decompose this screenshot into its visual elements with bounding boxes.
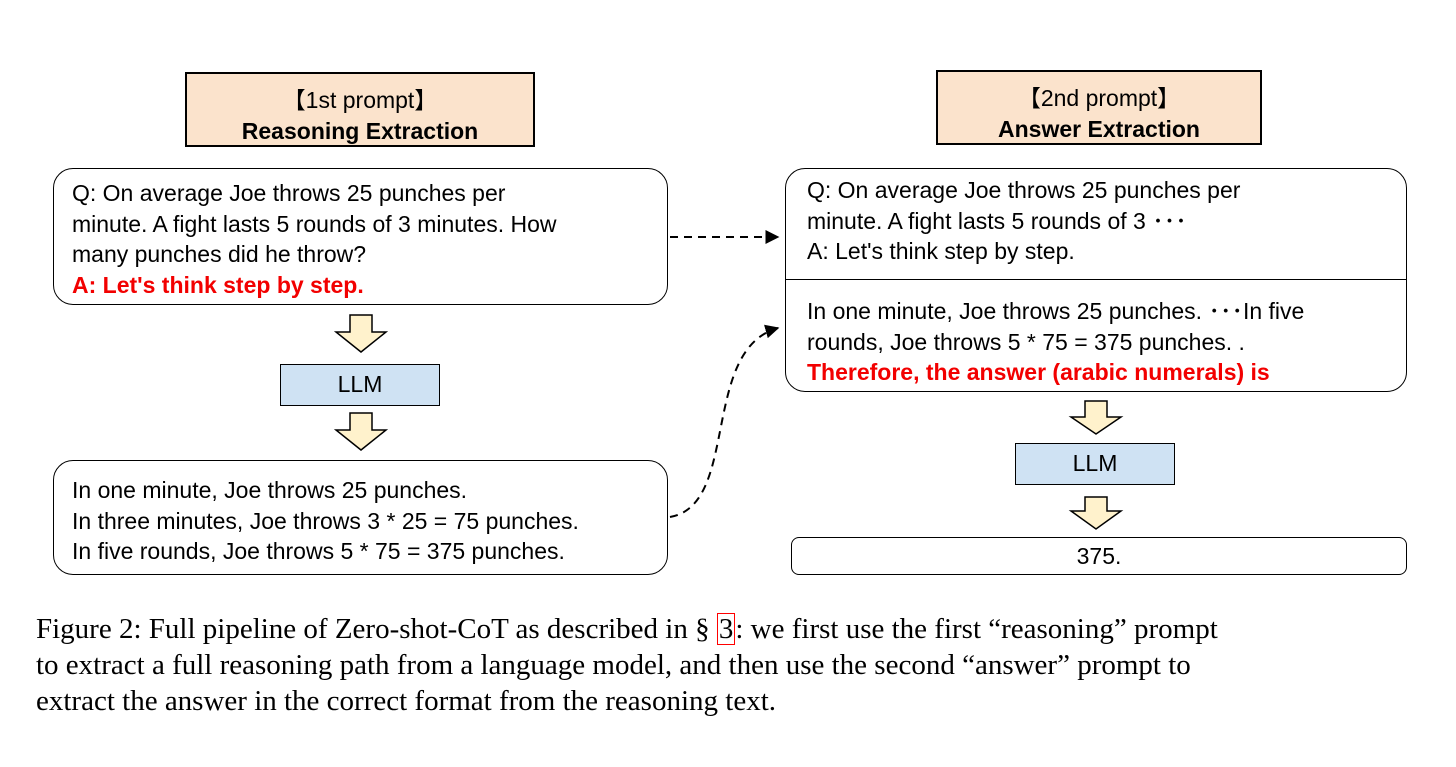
prompt-line: A: Let's think step by step. [807, 238, 1075, 264]
down-arrow-left-2 [333, 412, 389, 451]
down-arrow-left-1 [333, 314, 389, 353]
prompt-line: Q: On average Joe throws 25 punches per [72, 180, 506, 206]
reasoning-section: In one minute, Joe throws 25 punches. ･･… [807, 296, 1304, 388]
reasoning-line: rounds, Joe throws 5 * 75 = 375 punches.… [807, 328, 1245, 355]
reasoning-line: In three minutes, Joe throws 3 * 25 = 75… [72, 507, 579, 534]
caption-text: Figure 2: Full pipeline of Zero-shot-CoT… [36, 613, 717, 645]
header-reasoning-extraction: 【1st prompt】 Reasoning Extraction [185, 72, 535, 147]
prompt-section: Q: On average Joe throws 25 punches per … [807, 175, 1240, 267]
answer-box: 375. [791, 537, 1407, 575]
section-divider [786, 279, 1406, 280]
answer-trigger-phrase: Therefore, the answer (arabic numerals) … [807, 359, 1270, 385]
header-prompt-number: 【2nd prompt】 [1017, 85, 1181, 111]
reasoning-output-box: In one minute, Joe throws 25 punches. In… [53, 460, 668, 575]
figure-caption: Figure 2: Full pipeline of Zero-shot-CoT… [36, 611, 1431, 719]
prompt-line: minute. A fight lasts 5 rounds of 3 ･･･ [807, 207, 1187, 234]
header-title: Answer Extraction [998, 116, 1200, 142]
llm-box-right: LLM [1015, 443, 1175, 485]
caption-line-2: to extract a full reasoning path from a … [36, 649, 1191, 681]
reasoning-line: In one minute, Joe throws 25 punches. ･･… [807, 298, 1305, 324]
prompt-line: Q: On average Joe throws 25 punches per [807, 177, 1241, 203]
caption-line-3: extract the answer in the correct format… [36, 685, 776, 717]
prompt-line: many punches did he throw? [72, 241, 367, 267]
header-prompt-number: 【1st prompt】 [282, 87, 438, 113]
prompt-box-2: Q: On average Joe throws 25 punches per … [785, 168, 1407, 392]
trigger-phrase: A: Let's think step by step. [72, 271, 364, 298]
section-ref-link[interactable]: 3 [716, 613, 736, 645]
prompt-box-1: Q: On average Joe throws 25 punches per … [53, 168, 668, 305]
reasoning-line: In one minute, Joe throws 25 punches. [72, 477, 468, 503]
dashed-arrow-output-to-reasoning [669, 324, 780, 518]
caption-text: : we first use the first “reasoning” pro… [735, 613, 1218, 645]
header-title: Reasoning Extraction [241, 118, 479, 144]
down-arrow-right-2 [1068, 496, 1124, 530]
prompt-line: minute. A fight lasts 5 rounds of 3 minu… [72, 210, 557, 237]
llm-box-left: LLM [280, 364, 440, 406]
header-answer-extraction: 【2nd prompt】 Answer Extraction [936, 70, 1262, 145]
caption-line-1: Figure 2: Full pipeline of Zero-shot-CoT… [36, 611, 1431, 647]
reasoning-line: In five rounds, Joe throws 5 * 75 = 375 … [72, 538, 565, 564]
down-arrow-right-1 [1068, 400, 1124, 435]
